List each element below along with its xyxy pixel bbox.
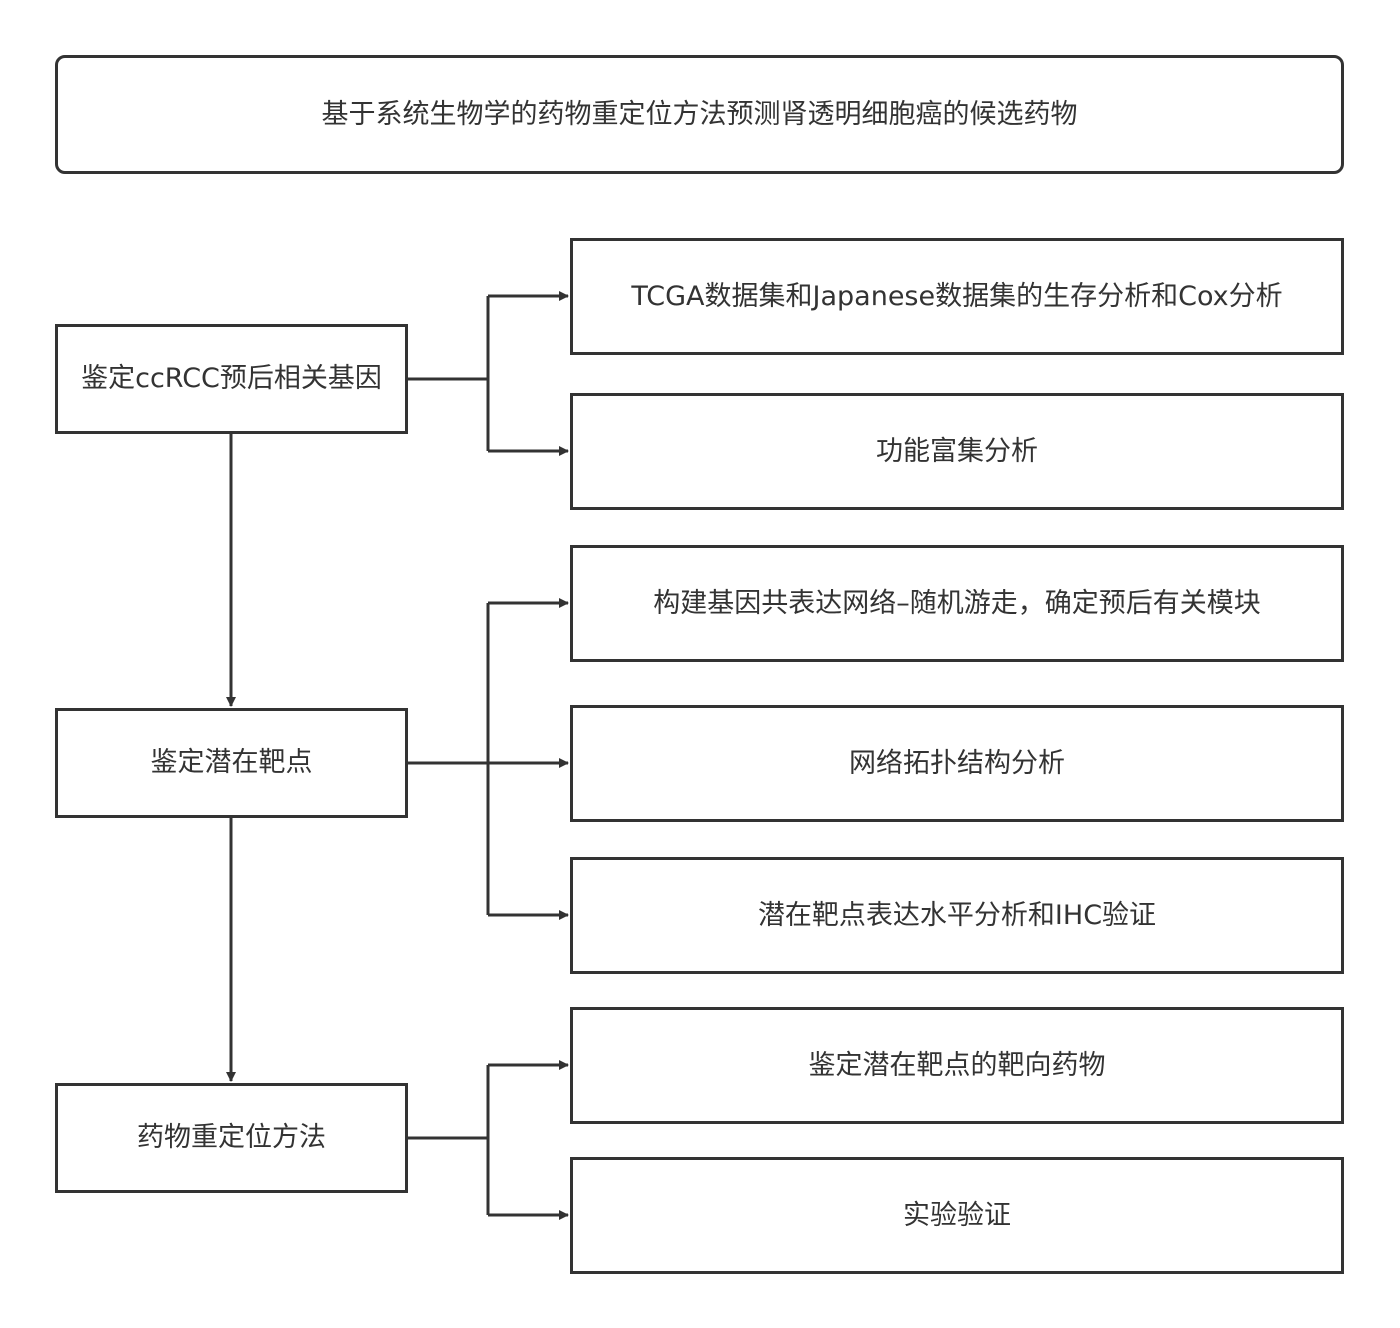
detail-label: 网络拓扑结构分析 bbox=[849, 747, 1065, 779]
step-box-drug-repositioning: 药物重定位方法 bbox=[55, 1083, 408, 1193]
detail-label: 鉴定潜在靶点的靶向药物 bbox=[808, 1049, 1106, 1081]
detail-box-coexpression-network: 构建基因共表达网络–随机游走，确定预后有关模块 bbox=[570, 545, 1344, 662]
detail-box-network-topology: 网络拓扑结构分析 bbox=[570, 705, 1344, 822]
detail-box-survival-cox-analysis: TCGA数据集和Japanese数据集的生存分析和Cox分析 bbox=[570, 238, 1344, 355]
detail-label: 功能富集分析 bbox=[876, 435, 1038, 467]
detail-label: 潜在靶点表达水平分析和IHC验证 bbox=[757, 899, 1157, 931]
title-text: 基于系统生物学的药物重定位方法预测肾透明细胞癌的候选药物 bbox=[321, 98, 1078, 130]
detail-box-expression-ihc: 潜在靶点表达水平分析和IHC验证 bbox=[570, 857, 1344, 974]
detail-box-enrichment-analysis: 功能富集分析 bbox=[570, 393, 1344, 510]
step-box-identify-prognostic-genes: 鉴定ccRCC预后相关基因 bbox=[55, 324, 408, 434]
step-label: 鉴定潜在靶点 bbox=[150, 747, 313, 778]
detail-box-experimental-validation: 实验验证 bbox=[570, 1157, 1344, 1274]
detail-label: TCGA数据集和Japanese数据集的生存分析和Cox分析 bbox=[631, 280, 1283, 312]
detail-label: 构建基因共表达网络–随机游走，确定预后有关模块 bbox=[653, 587, 1261, 619]
step-label: 药物重定位方法 bbox=[137, 1122, 326, 1153]
detail-label: 实验验证 bbox=[903, 1199, 1011, 1231]
title-box: 基于系统生物学的药物重定位方法预测肾透明细胞癌的候选药物 bbox=[55, 55, 1344, 174]
detail-box-targeted-drugs: 鉴定潜在靶点的靶向药物 bbox=[570, 1007, 1344, 1124]
step-box-identify-targets: 鉴定潜在靶点 bbox=[55, 708, 408, 818]
step-label: 鉴定ccRCC预后相关基因 bbox=[81, 363, 382, 394]
